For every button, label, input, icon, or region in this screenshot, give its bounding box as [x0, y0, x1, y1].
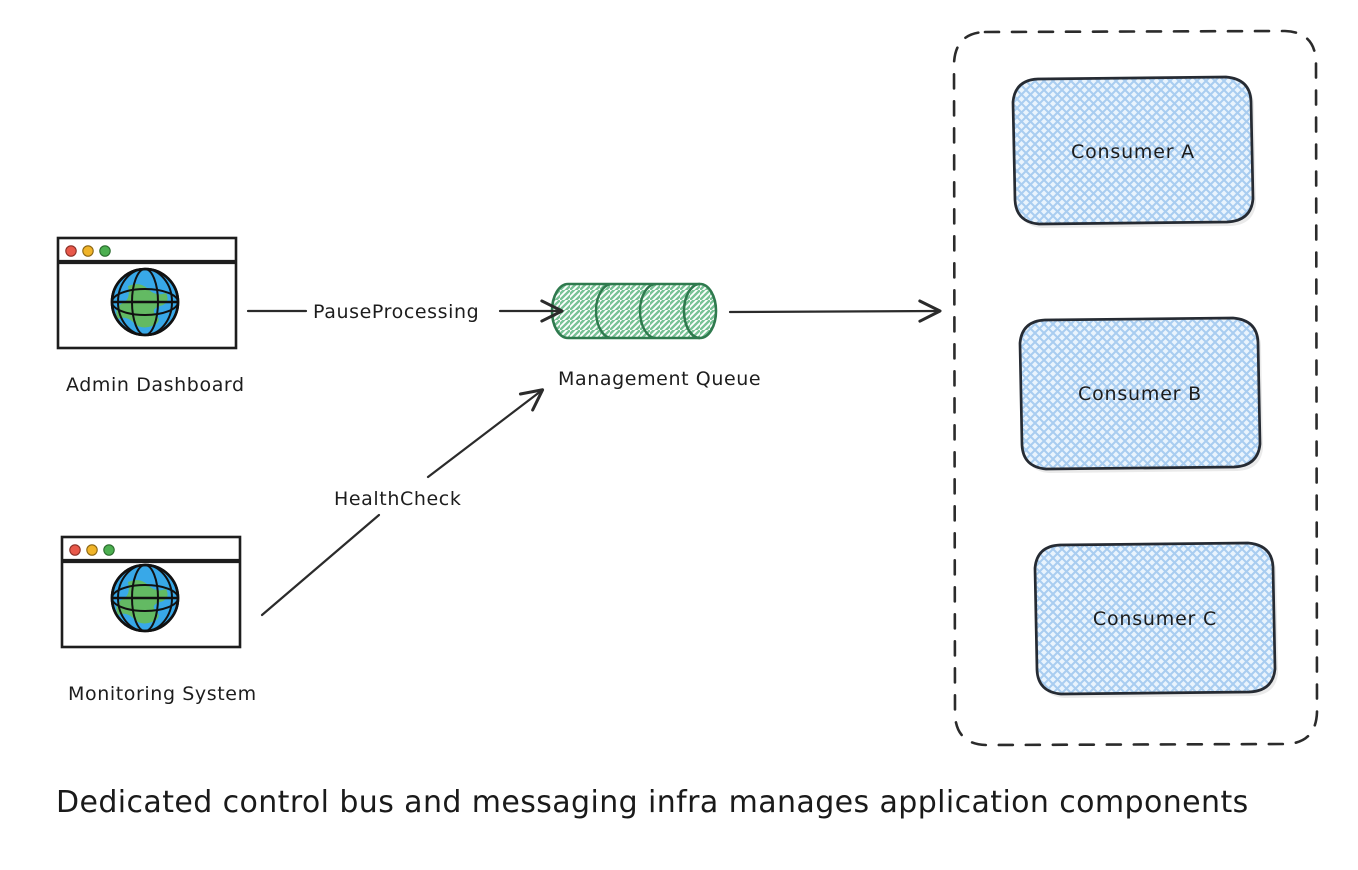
- admin-dashboard-label: Admin Dashboard: [66, 374, 245, 396]
- window-minimize-dot-icon: [82, 245, 94, 257]
- edge-pause-processing-label: PauseProcessing: [313, 301, 479, 323]
- monitoring-system-node[interactable]: Monitoring System: [60, 535, 257, 705]
- window-close-dot-icon: [69, 544, 81, 556]
- window-maximize-dot-icon: [103, 544, 115, 556]
- monitoring-system-label: Monitoring System: [68, 683, 257, 705]
- queue-cylinder-dividers: [594, 284, 657, 338]
- consumer-box-c-label: Consumer C: [1093, 608, 1217, 630]
- consumer-box-a-body: [1011, 75, 1255, 226]
- edge-health-line-lower: [260, 513, 381, 617]
- consumer-box-b[interactable]: Consumer B: [1018, 316, 1263, 473]
- consumer-box-b-label: Consumer B: [1078, 383, 1202, 405]
- queue-cylinder-fill: [552, 284, 716, 338]
- edge-queue-to-group: [728, 299, 942, 323]
- diagram-caption: Dedicated control bus and messaging infr…: [56, 785, 1249, 820]
- consumer-group-container: [952, 29, 1319, 747]
- edge-health-check-label: HealthCheck: [334, 488, 461, 510]
- consumer-box-b-body: [1018, 316, 1262, 471]
- edge-health-check: HealthCheck: [260, 388, 545, 617]
- edge-pause-processing: PauseProcessing: [246, 299, 564, 323]
- window-close-dot-icon: [65, 245, 77, 257]
- management-queue-node[interactable]: Management Queue: [550, 282, 761, 390]
- consumer-box-a[interactable]: Consumer A: [1011, 75, 1256, 228]
- consumer-box-c[interactable]: Consumer C: [1033, 541, 1278, 698]
- window-maximize-dot-icon: [99, 245, 111, 257]
- group-dashed-border: [952, 29, 1319, 747]
- edge-health-line-upper: [426, 388, 545, 479]
- edge-fanout-line: [728, 299, 942, 323]
- management-queue-label: Management Queue: [558, 368, 761, 390]
- admin-dashboard-node[interactable]: Admin Dashboard: [56, 236, 245, 396]
- globe-icon: [110, 267, 180, 337]
- queue-cylinder-cap: [682, 282, 701, 340]
- window-minimize-dot-icon: [86, 544, 98, 556]
- globe-icon: [110, 563, 180, 633]
- consumer-box-a-label: Consumer A: [1071, 141, 1195, 163]
- consumer-box-c-body: [1033, 541, 1277, 696]
